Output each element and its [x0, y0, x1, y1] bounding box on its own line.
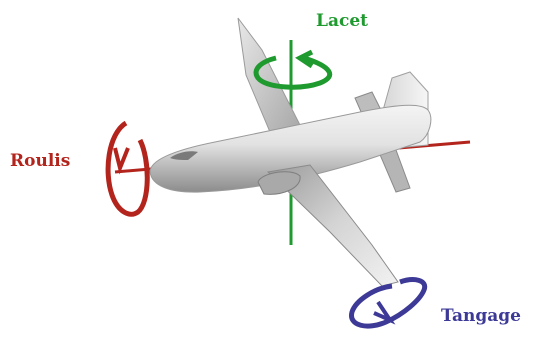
- yaw-label: Lacet: [316, 13, 368, 30]
- roll-label: Roulis: [10, 153, 70, 170]
- pitch-label: Tangage: [441, 308, 521, 325]
- pitch-rotation-arrow: [351, 280, 424, 326]
- airplane-tail-plane: [378, 150, 410, 192]
